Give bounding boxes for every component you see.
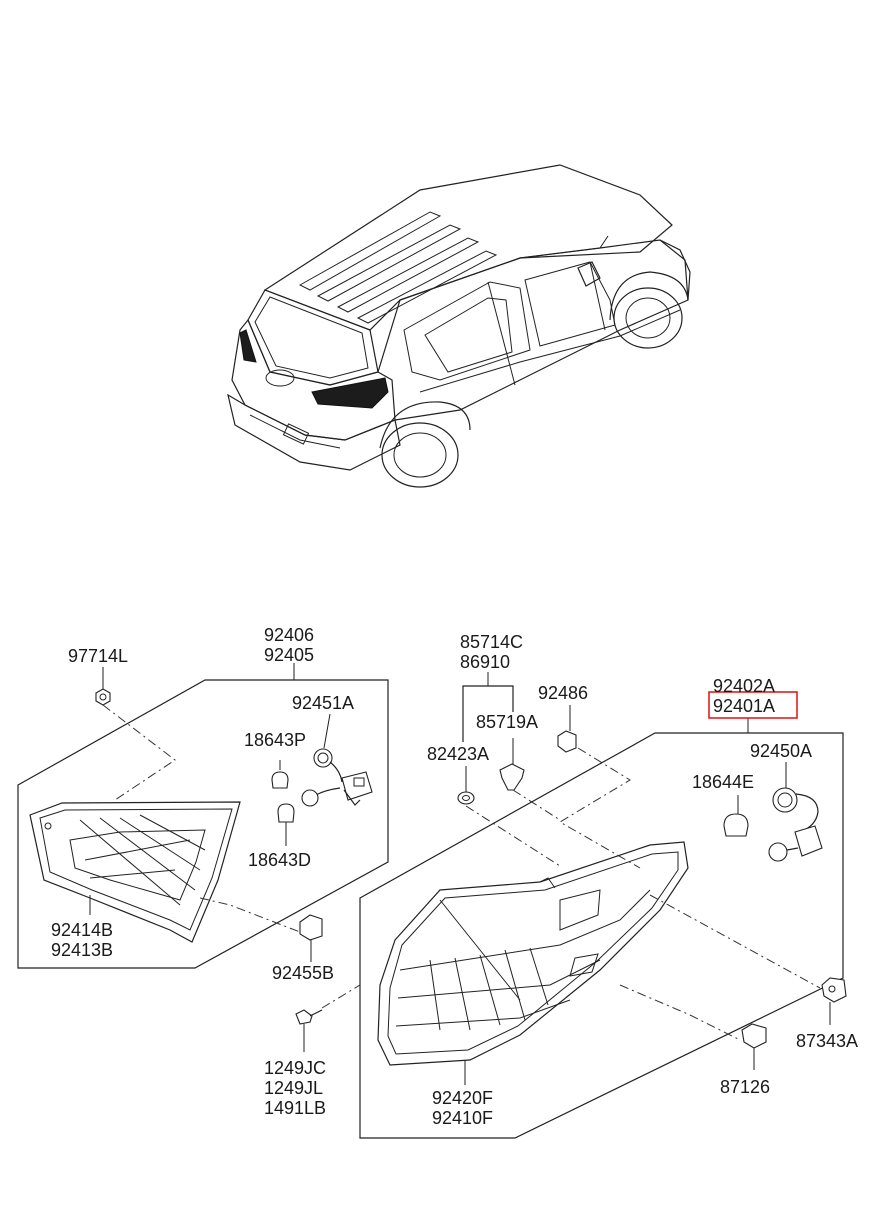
label-1249JC[interactable]: 1249JC [264, 1058, 326, 1078]
label-92455B[interactable]: 92455B [272, 963, 334, 983]
label-18643P[interactable]: 18643P [244, 730, 306, 750]
outer-lamp-housing-icon [377, 841, 689, 1066]
right-assembly-frame [359, 732, 844, 1139]
inner-lamp-assembly-group [17, 663, 389, 969]
bulb-18643P-icon [271, 771, 289, 789]
label-92414B[interactable]: 92414B [51, 920, 113, 940]
screw-92486-icon [557, 730, 577, 753]
screw-1249JC-icon [295, 1009, 313, 1025]
washer-82423A-icon [457, 791, 475, 805]
bulb-18643D-icon [277, 803, 295, 823]
clip-85719A-icon [499, 763, 525, 791]
label-85719A[interactable]: 85719A [476, 712, 538, 732]
label-92410F[interactable]: 92410F [432, 1108, 493, 1128]
label-92451A[interactable]: 92451A [292, 693, 354, 713]
label-97714L[interactable]: 97714L [68, 646, 128, 666]
highlight-box-92401A [708, 691, 798, 719]
label-86910[interactable]: 86910 [460, 652, 510, 672]
label-92405[interactable]: 92405 [264, 645, 314, 665]
label-92402A[interactable]: 92402A [713, 676, 775, 696]
nut-87343A-icon [821, 977, 847, 1003]
nut-97714L-icon [95, 688, 111, 706]
left-assembly-frame [17, 679, 389, 969]
label-82423A[interactable]: 82423A [427, 744, 489, 764]
label-92401A[interactable]: 92401A [713, 696, 775, 716]
part-labels: 97714L 92406 92405 92451A 18643P 18643D … [51, 625, 858, 1128]
inner-lamp-lens-icon [29, 801, 241, 943]
label-92413B[interactable]: 92413B [51, 940, 113, 960]
label-92406[interactable]: 92406 [264, 625, 314, 645]
socket-harness-92451A-icon [301, 748, 373, 807]
screw-92455B-icon [299, 914, 323, 941]
label-1249JL[interactable]: 1249JL [264, 1078, 323, 1098]
label-92486[interactable]: 92486 [538, 683, 588, 703]
grommet-87126-icon [741, 1023, 767, 1049]
label-85714C[interactable]: 85714C [460, 632, 523, 652]
label-92420F[interactable]: 92420F [432, 1088, 493, 1108]
socket-harness-92450A-icon [768, 787, 823, 862]
label-92450A[interactable]: 92450A [750, 741, 812, 761]
label-87343A[interactable]: 87343A [796, 1031, 858, 1051]
bulb-18644E-icon [723, 813, 749, 837]
label-87126[interactable]: 87126 [720, 1077, 770, 1097]
center-fasteners-group [295, 672, 641, 1052]
vehicle-illustration [227, 164, 691, 488]
label-18644E[interactable]: 18644E [692, 772, 754, 792]
outer-lamp-assembly-group [359, 691, 847, 1139]
label-18643D[interactable]: 18643D [248, 850, 311, 870]
label-1491LB[interactable]: 1491LB [264, 1098, 326, 1118]
